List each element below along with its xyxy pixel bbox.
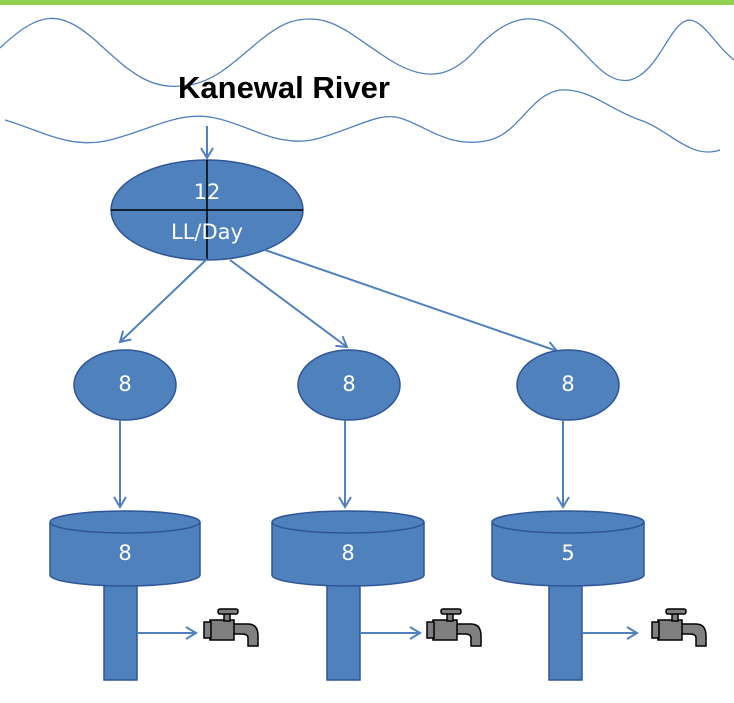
tank-label-2: 8 <box>341 541 355 565</box>
accent-bar <box>0 0 734 5</box>
branch-node-label-2: 8 <box>342 372 356 396</box>
branch-node-label-1: 8 <box>118 372 132 396</box>
tap-icon <box>651 608 707 647</box>
branch-arrow-2 <box>229 259 349 349</box>
river-title: Kanewal River <box>178 70 390 105</box>
source-flow-value: 12 <box>193 180 221 204</box>
tank-1 <box>49 510 201 681</box>
branch-node-2 <box>297 349 401 421</box>
river-wave-bottom <box>4 89 721 153</box>
branch-node-3 <box>516 349 620 421</box>
tank-3 <box>491 510 645 681</box>
tank-label-1: 8 <box>118 541 132 565</box>
tank-2 <box>271 510 425 681</box>
tap-icon <box>426 608 482 647</box>
branch-arrow-1 <box>118 258 208 344</box>
source-flow-unit: LL/Day <box>171 220 243 244</box>
branch-arrow-3 <box>264 249 559 355</box>
branch-node-1 <box>73 349 177 421</box>
branch-node-label-3: 8 <box>561 372 575 396</box>
tap-icon <box>203 608 259 647</box>
river-wave-top <box>0 17 734 87</box>
tank-label-3: 5 <box>561 541 575 565</box>
